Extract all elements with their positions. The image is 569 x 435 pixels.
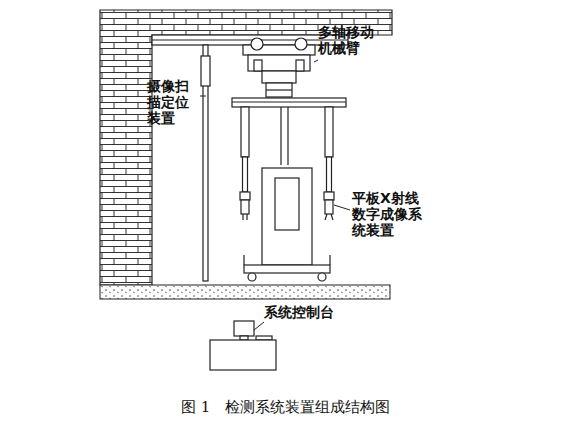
trolley bbox=[243, 38, 315, 97]
floor bbox=[100, 285, 390, 299]
inspected-object bbox=[244, 168, 330, 281]
part-label: 系统控制台 bbox=[264, 304, 348, 320]
leader-lines bbox=[200, 60, 350, 330]
part-label: 摄像扫描定位装置 bbox=[147, 78, 189, 126]
part-label: 多轴移动机械臂 bbox=[318, 24, 374, 56]
camera-scan-rod bbox=[201, 45, 210, 281]
console bbox=[210, 321, 276, 370]
brick-wall bbox=[100, 10, 392, 285]
manipulator-crossbar bbox=[232, 98, 346, 107]
part-label: 平板X射线数字成像系统装置 bbox=[352, 190, 428, 238]
figure-caption: 图 1 检测系统装置组成结构图 bbox=[181, 398, 390, 417]
